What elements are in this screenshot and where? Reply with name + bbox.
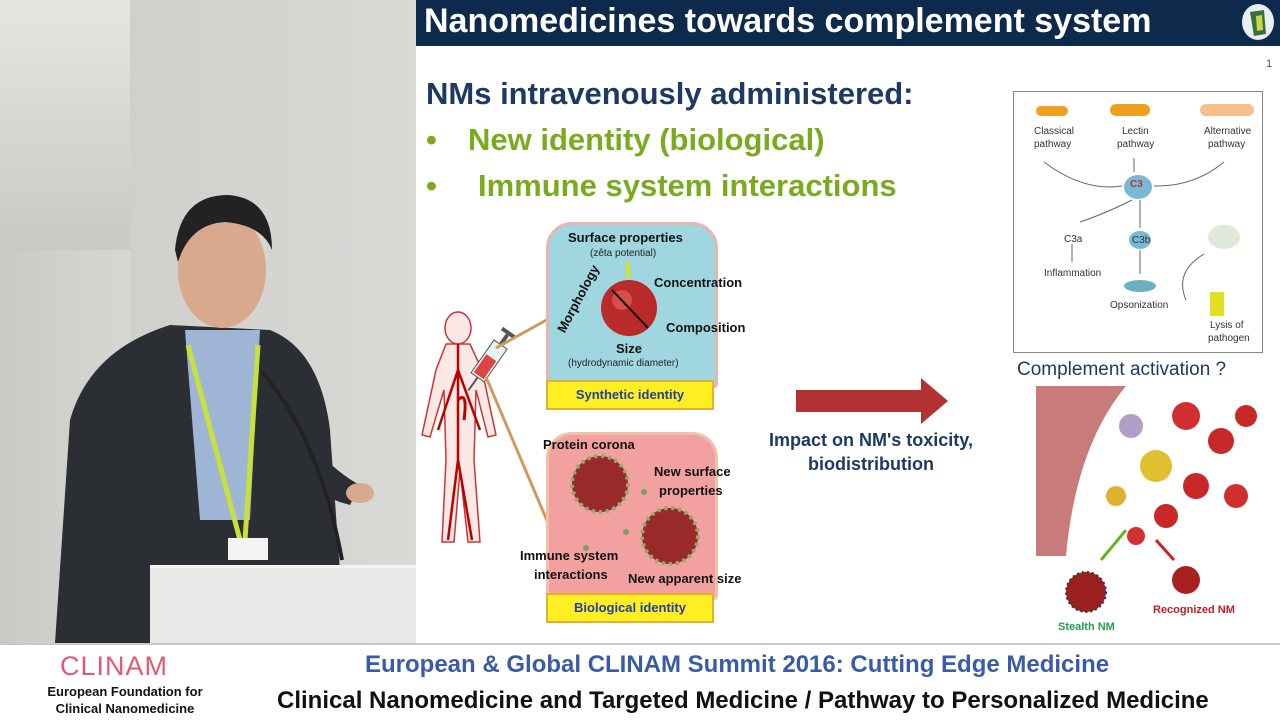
clinam-logo: CLINAM [60, 651, 169, 681]
alternative-pathway-label: pathway [1208, 139, 1246, 150]
lectin-pathway-label: pathway [1117, 139, 1155, 150]
bullet-text: New identity (biological) [468, 122, 825, 157]
bullet-text: Immune system interactions [478, 168, 897, 203]
c3a-label: C3a [1064, 234, 1083, 245]
lectin-label: Lectin [1122, 126, 1149, 137]
connector-line [495, 316, 551, 350]
stealth-nm-label: Stealth NM [1058, 621, 1115, 633]
surface-properties-label: Surface properties [568, 230, 683, 245]
bullet-item: • New identity (biological) [426, 122, 825, 158]
pathway-arrows [1036, 104, 1254, 316]
summit-title: European & Global CLINAM Summit 2016: Cu… [365, 651, 1110, 678]
connector-line [484, 376, 550, 524]
protein-corona-label: Protein corona [543, 437, 635, 452]
institution-logo-icon [1242, 4, 1274, 40]
new-apparent-size-label: New apparent size [628, 571, 742, 586]
impact-line-1: Impact on NM's toxicity, [769, 430, 973, 450]
size-label: Size [616, 341, 643, 356]
speaker-figure [55, 195, 374, 643]
speaker-video [0, 0, 416, 643]
foundation-line-1: European Foundation for [47, 684, 203, 699]
c3b-label: C3b [1132, 235, 1151, 246]
foundation-line-2: Clinical Nanomedicine [55, 701, 195, 716]
immune-system-label: Immune system [520, 548, 619, 563]
summit-subtitle: Clinical Nanomedicine and Targeted Medic… [277, 687, 1209, 714]
right-arrow-icon [796, 378, 948, 424]
nanoparticle-comparison-icon [1065, 530, 1200, 613]
inflammation-label: Inflammation [1044, 268, 1102, 279]
slide-title-bar: Nanomedicines towards complement system [416, 0, 1280, 46]
interactions-label: interactions [534, 567, 608, 582]
complement-pathway-diagram: Classical pathway Lectin pathway Alterna… [1013, 91, 1263, 353]
bullet-item: • Immune system interactions [426, 168, 897, 204]
foundation-name: European Foundation for Clinical Nanomed… [20, 683, 230, 717]
nanoparticle-icon [601, 262, 657, 336]
new-surface-label: New surface [654, 464, 731, 479]
presentation-slide: Nanomedicines towards complement system … [416, 0, 1280, 643]
recognized-nm-label: Recognized NM [1153, 604, 1235, 616]
classical-label: Classical [1034, 126, 1075, 137]
complement-activation-question: Complement activation ? [1017, 359, 1227, 380]
opsonization-label: Opsonization [1110, 300, 1169, 311]
bullet-dot: • [426, 168, 437, 203]
blood-vessel-illustration [1036, 386, 1257, 556]
hydrodynamic-label: (hydrodynamic diameter) [568, 358, 679, 369]
bullet-dot: • [426, 122, 437, 157]
conference-banner: CLINAM European Foundation for Clinical … [0, 643, 1280, 722]
impact-text: Impact on NM's toxicity, biodistribution [741, 428, 1001, 476]
synthetic-identity-label: Synthetic identity [546, 380, 714, 410]
biological-identity-label: Biological identity [546, 593, 714, 623]
slide-heading: NMs intravenously administered: [426, 76, 914, 111]
pathogen-label: pathogen [1208, 333, 1250, 344]
alternative-label: Alternative [1204, 126, 1252, 137]
corona-particles-icon [570, 454, 700, 566]
classical-pathway-label: pathway [1034, 139, 1072, 150]
zeta-potential-label: (zêta potential) [590, 248, 657, 259]
properties-label: properties [659, 483, 723, 498]
lysis-label: Lysis of [1210, 320, 1244, 331]
concentration-label: Concentration [654, 275, 743, 290]
impact-line-2: biodistribution [808, 454, 934, 474]
slide-title: Nanomedicines towards complement system [424, 2, 1152, 40]
c3-label: C3 [1130, 179, 1143, 190]
composition-label: Composition [666, 320, 746, 335]
slide-page-number: 1 [1266, 58, 1273, 70]
